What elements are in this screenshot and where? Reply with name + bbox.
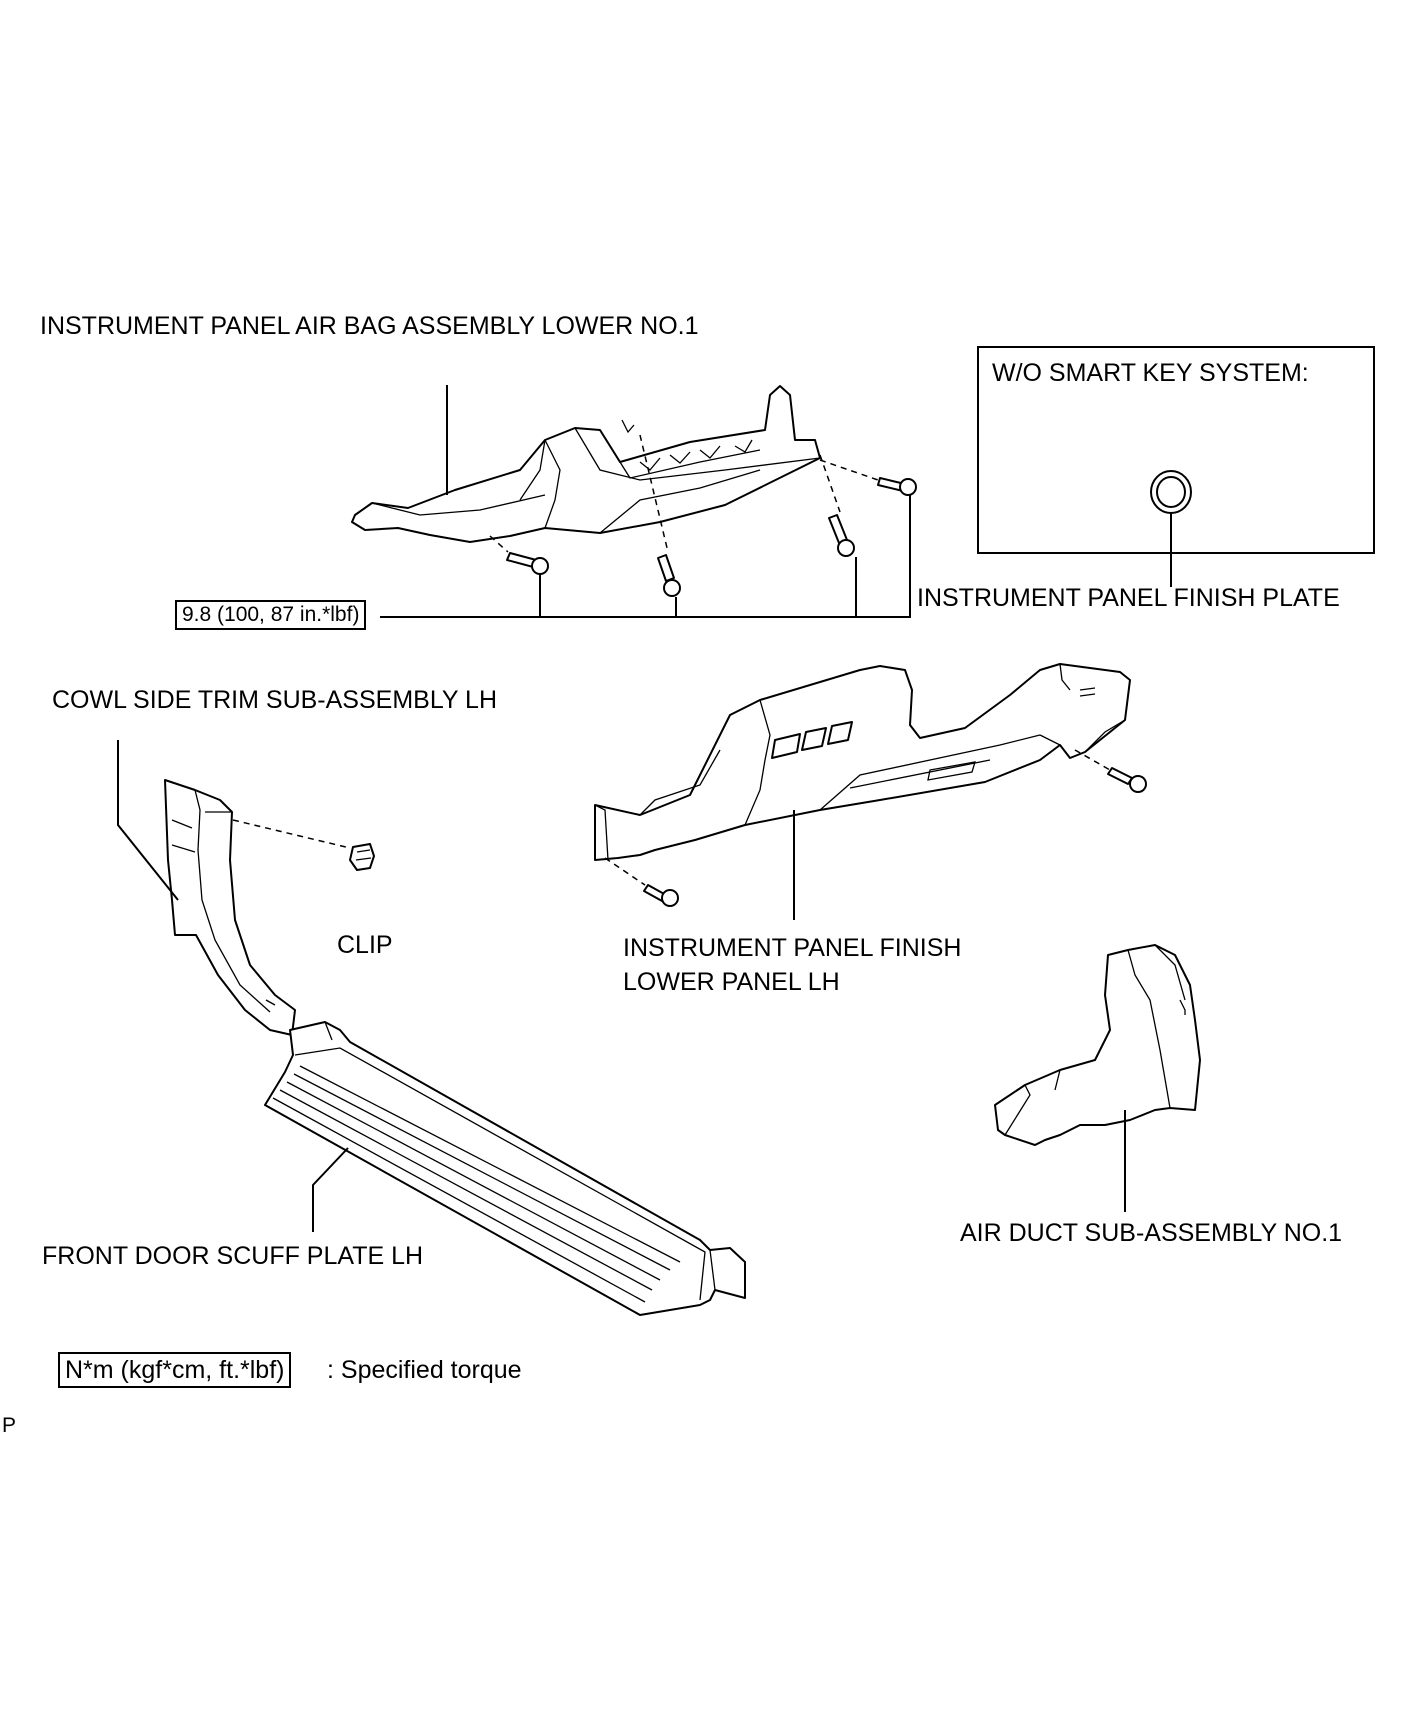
bolt-airbag-left (506, 552, 549, 575)
label-clip: CLIP (337, 931, 393, 959)
legend-torque-box: N*m (kgf*cm, ft.*lbf) (58, 1352, 292, 1388)
smart-key-inset-box (977, 346, 1375, 554)
clip-part (349, 843, 375, 871)
label-scuff-plate: FRONT DOOR SCUFF PLATE LH (42, 1242, 424, 1270)
bolt-airbag-right-upper (877, 477, 917, 496)
label-wo-smart-key: W/O SMART KEY SYSTEM: (992, 359, 1309, 387)
scuff-plate-part (264, 1021, 746, 1316)
corner-mark: P (2, 1414, 17, 1437)
airbag-lower-part (351, 385, 821, 543)
bolt-airbag-right-lower (828, 514, 855, 557)
label-finish-plate: INSTRUMENT PANEL FINISH PLATE (917, 584, 1340, 612)
label-air-duct: AIR DUCT SUB-ASSEMBLY NO.1 (960, 1219, 1343, 1247)
label-airbag-lower: INSTRUMENT PANEL AIR BAG ASSEMBLY LOWER … (40, 312, 699, 340)
label-finish-lower-line2: LOWER PANEL LH (623, 968, 840, 996)
legend-text: : Specified torque (327, 1356, 522, 1384)
air-duct-part (994, 944, 1201, 1146)
bolt-airbag-center (657, 554, 681, 597)
bolt-finish-lower-right (1107, 767, 1147, 793)
finish-lower-panel-part (594, 663, 1131, 861)
cowl-side-trim-part (164, 779, 296, 1036)
label-cowl-side-trim: COWL SIDE TRIM SUB-ASSEMBLY LH (52, 686, 498, 714)
finish-plate-ring (1150, 470, 1192, 514)
torque-spec-box: 9.8 (100, 87 in.*lbf) (175, 600, 367, 630)
bolt-finish-lower-left (643, 884, 679, 907)
label-finish-lower-line1: INSTRUMENT PANEL FINISH (623, 934, 962, 962)
